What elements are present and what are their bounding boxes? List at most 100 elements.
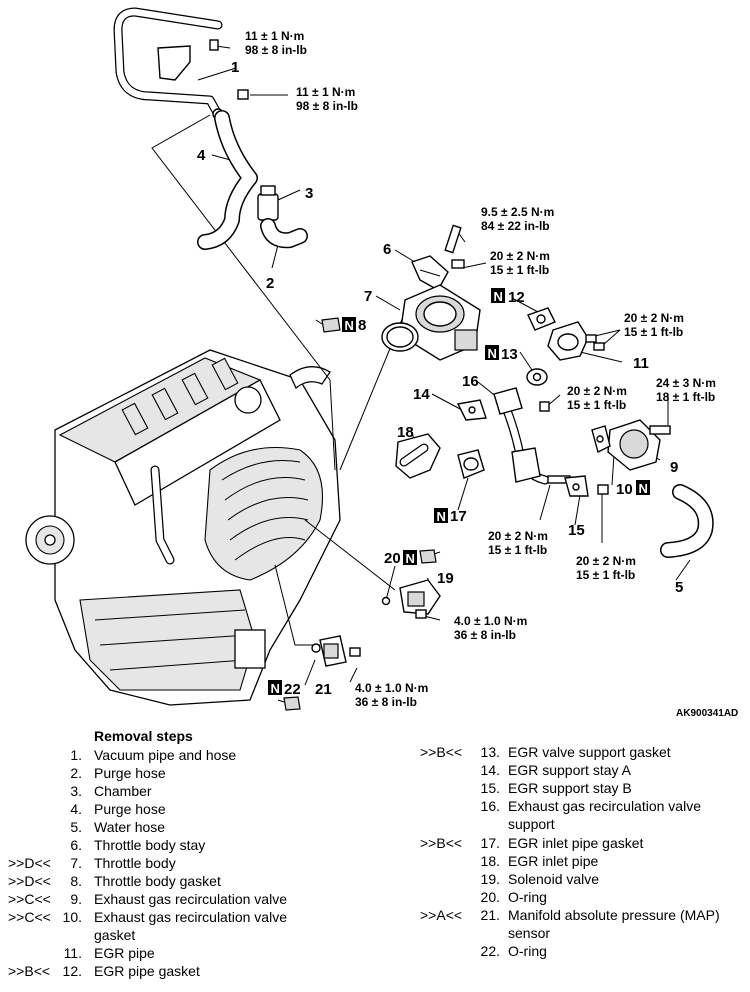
callout-20: 20 [384, 550, 401, 567]
egr-valve-gasket [591, 425, 611, 454]
step-label: Exhaust gas recirculation valve [94, 891, 287, 907]
step-number: 15. [480, 780, 500, 796]
o-ring-20 [381, 596, 391, 606]
step-label: EGR pipe [94, 945, 155, 961]
o-ring-22 [311, 643, 321, 653]
step-label: Vacuum pipe and hose [94, 747, 237, 763]
step-label: Exhaust gas recirculation valve [508, 798, 701, 814]
step-mark: >>C<< [8, 891, 51, 907]
step-mark: >>D<< [8, 855, 51, 871]
bolt-throttle-stay [444, 224, 465, 269]
step-label: Purge hose [94, 765, 166, 781]
step-number: 11. [63, 945, 82, 961]
callout-16: 16 [462, 373, 479, 390]
step-number: 8. [70, 873, 82, 889]
step-number: 2. [70, 765, 82, 781]
step-row: 16. Exhaust gas recirculation valve suppor… [420, 797, 750, 833]
callout-1: 1 [231, 59, 239, 76]
callout-numbers: 1 2 3 4 5 6 7 8 9 10 11 12 13 14 15 16 1… [197, 59, 683, 698]
step-mark: >>C<< [8, 909, 51, 925]
callout-10: 10 [616, 481, 633, 498]
egr-valve [607, 419, 671, 471]
vacuum-pipe-and-hose [113, 7, 249, 123]
callout-6: 6 [383, 241, 391, 258]
svg-text:N: N [406, 551, 415, 566]
step-number: 16. [480, 798, 500, 814]
step-number: 9. [70, 891, 82, 907]
step-label: EGR valve support gasket [508, 744, 671, 760]
step-label: Water hose [94, 819, 166, 835]
step-number: 5. [70, 819, 82, 835]
svg-text:N: N [494, 289, 503, 304]
callout-7: 7 [364, 288, 372, 305]
new-part-markers: N N N N N N N [268, 288, 650, 696]
solenoid-valve [399, 579, 441, 619]
step-mark: >>B<< [420, 744, 463, 760]
oil-can-icon [315, 317, 341, 333]
step-number: 4. [70, 801, 82, 817]
egr-valve-support-gasket [526, 368, 548, 386]
step-label: EGR pipe gasket [94, 963, 200, 979]
step-number: 13. [480, 744, 500, 760]
n-marker-17: N [434, 508, 448, 524]
egr-inlet-pipe [395, 433, 441, 479]
step-label: EGR inlet pipe gasket [508, 835, 644, 851]
callout-21: 21 [315, 681, 332, 698]
step-label: Throttle body [94, 855, 176, 871]
engine-illustration [25, 349, 341, 706]
step-number: 20. [480, 889, 500, 905]
step-number: 14. [480, 762, 500, 778]
egr-valve-support [493, 387, 571, 485]
callout-11: 11 [633, 355, 649, 372]
step-number: 17. [480, 835, 500, 851]
chamber [257, 185, 279, 221]
egr-pipe-gasket [527, 307, 556, 331]
step-label: Chamber [94, 783, 152, 799]
step-number: 21. [480, 907, 500, 923]
step-number: 10. [62, 909, 82, 925]
step-mark: >>B<< [420, 835, 463, 851]
step-number: 3. [70, 783, 82, 799]
step-label-cont: gasket [94, 927, 136, 943]
removal-steps-heading: Removal steps [94, 728, 193, 744]
oil-can-icon [277, 696, 301, 711]
oil-can-icons [277, 317, 441, 711]
callout-3: 3 [305, 185, 313, 202]
figure-code: AK900341AD [676, 708, 738, 719]
step-label-cont: support [508, 816, 555, 832]
step-label-cont: sensor [508, 925, 551, 941]
step-label: Throttle body stay [94, 837, 206, 853]
egr-inlet-pipe-gasket [457, 449, 485, 479]
map-sensor [319, 635, 361, 667]
callout-5: 5 [675, 579, 683, 596]
step-number: 1. [70, 747, 82, 763]
step-number: 6. [70, 837, 82, 853]
throttle-body-stay [411, 255, 449, 291]
step-mark: >>A<< [420, 907, 463, 923]
step-number: 22. [480, 943, 500, 959]
svg-text:N: N [271, 681, 280, 696]
egr-support-stay-a [456, 399, 487, 421]
n-marker-22: N [268, 680, 282, 696]
svg-text:N: N [488, 346, 497, 361]
throttle-body-gasket [381, 322, 419, 352]
callout-8: 8 [358, 317, 366, 334]
egr-pipe [547, 321, 605, 361]
n-marker-10: N [636, 480, 650, 496]
callout-12: 12 [508, 289, 525, 306]
removal-steps: Removal steps 1. Vacuum pipe and hose 2. P… [0, 726, 750, 992]
n-marker-12: N [491, 288, 505, 304]
callout-9: 9 [670, 459, 678, 476]
n-marker-13: N [485, 345, 499, 361]
step-label: Solenoid valve [508, 871, 600, 887]
step-label: EGR support stay A [508, 762, 631, 778]
egr-support-stay-b [564, 475, 609, 497]
step-label: Purge hose [94, 801, 166, 817]
